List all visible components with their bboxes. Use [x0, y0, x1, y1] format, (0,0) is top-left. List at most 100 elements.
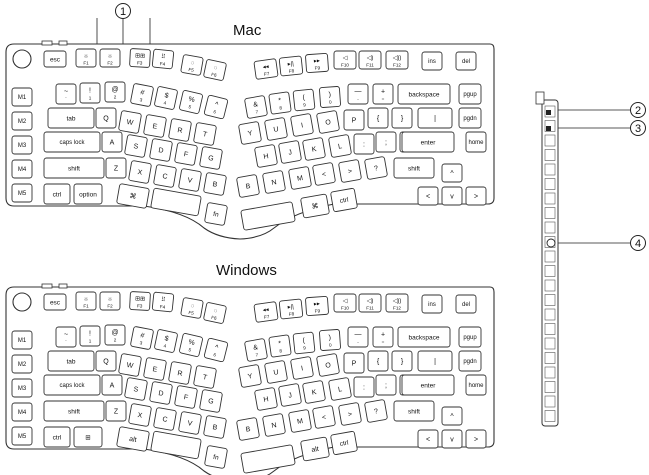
side-keycap	[544, 163, 556, 176]
win-key-r: R	[168, 361, 192, 385]
mac-key-f10: ◁F10	[333, 50, 357, 70]
mac-key-z-right-2-label: M	[297, 175, 304, 183]
win-key-q-right-7-label: |	[434, 358, 436, 365]
mac-key-bottom-left-2: option	[73, 183, 103, 205]
mac-key-num-right-0: &7	[244, 95, 268, 119]
mac-key-num-left-5-sublabel: 5	[188, 104, 192, 110]
mac-key-home-label: home	[468, 140, 484, 146]
win-key-ins-label: ins	[428, 302, 436, 308]
win-key-num-right-1-label: *	[278, 340, 282, 347]
win-key-num-left-3-sublabel: 3	[139, 340, 143, 345]
mac-key-enter: enter	[401, 131, 455, 153]
win-key-enter: enter	[401, 374, 455, 396]
win-key-num-right-4: —-	[347, 326, 369, 348]
mac-key-num-left-4: $4	[154, 86, 178, 110]
mac-key-t-label: T	[202, 131, 208, 139]
mac-key-m2: M2	[11, 111, 33, 131]
win-key-r-label: R	[177, 370, 183, 378]
win-key-q-right-7: |	[417, 350, 453, 372]
callout-2-label: 2	[635, 105, 641, 117]
mac-key-f12: ◁))F12	[385, 50, 409, 70]
usb-port-icon	[546, 238, 556, 248]
win-key-arrow-down-label: v	[450, 436, 454, 443]
callout-3-label: 3	[635, 123, 641, 135]
mac-key-b-left-label: B	[212, 181, 218, 189]
win-key-f8-label: ▸||	[287, 304, 294, 311]
mac-port-icon	[58, 40, 68, 46]
mac-key-a-right-1: J	[278, 140, 302, 164]
win-key-num-left-4-label: $	[164, 335, 169, 343]
mac-key-m1: M1	[11, 87, 33, 107]
win-key-space-right	[240, 444, 296, 474]
mac-key-q-right-1-label: U	[273, 126, 279, 134]
win-key-z-right-3-label: <	[322, 414, 327, 422]
mac-key-arrow-up: ^	[441, 163, 463, 183]
win-key-shift-left-label: shift	[68, 408, 80, 415]
win-key-z-right-2: M	[288, 409, 312, 433]
win-key-num-right-2-label: (	[302, 337, 306, 344]
mac-key-f5: ◌F5	[180, 54, 204, 76]
mac-key-q-right-2-label: I	[301, 122, 304, 129]
win-key-v-left-label: V	[187, 420, 193, 428]
win-key-a-right-0: H	[254, 387, 278, 411]
win-key-f4-label: ⠿	[161, 296, 166, 303]
side-keycap	[544, 294, 556, 306]
win-key-home-label: home	[468, 383, 484, 389]
win-key-f2-label: ☼	[107, 297, 113, 303]
mac-key-f5-sublabel: F5	[188, 67, 195, 73]
mac-key-ctrl-left: ctrl	[43, 183, 71, 205]
win-key-s-label: S	[133, 386, 139, 394]
win-key-num-left-3: #3	[130, 326, 154, 350]
mac-key-f4: ⠿F4	[151, 48, 175, 70]
mac-key-a-right-3-label: L	[338, 143, 343, 151]
win-key-num-left-5: %5	[179, 333, 203, 357]
mac-key-f1: ☼F1	[75, 48, 97, 68]
win-key-f5-sublabel: F5	[188, 310, 195, 316]
win-key-num-right-1: *8	[268, 334, 292, 358]
mac-key-arrow-down-label: v	[450, 193, 454, 200]
win-key-home: home	[465, 374, 487, 396]
mac-key-num-left-1: !1	[79, 82, 101, 104]
mac-key-backspace: backspace	[397, 83, 451, 105]
mac-key-num-left-3-sublabel: 3	[139, 97, 143, 102]
win-key-pgup: pgup	[458, 326, 482, 348]
win-key-z-right-4-label: >	[348, 411, 353, 419]
win-key-t-label: T	[202, 374, 208, 382]
win-key-f4-sublabel: F4	[160, 304, 166, 310]
win-key-num-left-6-label: ^	[214, 344, 220, 352]
mac-key-arrow-left-label: <	[426, 193, 430, 200]
win-key-q-label: Q	[103, 358, 109, 365]
win-key-m1-label: M1	[18, 338, 27, 344]
win-key-q-right-3-label: O	[325, 362, 332, 370]
win-key-e: E	[143, 357, 167, 381]
win-key-f3-sublabel: F3	[137, 303, 143, 308]
win-key-pgdn-label: pgdn	[463, 359, 476, 365]
win-key-a-label: A	[110, 382, 115, 389]
win-key-g-label: G	[208, 398, 215, 406]
mac-key-arrow-up-label: ^	[450, 170, 454, 177]
mac-key-f3-label: ⊞⊞	[135, 53, 145, 60]
mac-key-m5: M5	[11, 183, 33, 203]
mac-key-num-left-4-sublabel: 4	[163, 100, 167, 106]
mac-key-x-left-label: X	[137, 169, 143, 177]
mode-switch-icon	[546, 110, 551, 115]
win-key-z-right-0: B	[236, 417, 260, 441]
mac-key-shift-right: shift	[393, 157, 435, 179]
mac-key-m3-label: M3	[18, 143, 27, 149]
mac-key-num-right-2-sublabel: 9	[303, 102, 307, 107]
win-key-z-right-3: <	[312, 405, 336, 429]
mac-key-num-right-0-sublabel: 7	[255, 109, 259, 114]
win-key-arrow-up: ^	[441, 406, 463, 426]
mac-key-f11-sublabel: F11	[366, 63, 374, 68]
mac-key-q-right-1: U	[264, 117, 288, 141]
win-key-x-left: X	[128, 403, 152, 427]
win-key-f11: ◁)F11	[358, 293, 382, 313]
mac-key-c-left-label: C	[162, 173, 168, 181]
mac-key-shift-left: shift	[43, 157, 105, 179]
win-key-t: T	[193, 365, 217, 389]
mac-key-shift-left-label: shift	[68, 165, 80, 172]
mac-key-space-left	[150, 187, 202, 217]
mac-key-m2-label: M2	[18, 119, 27, 125]
win-key-ins: ins	[421, 294, 443, 314]
mac-key-q-right-2: I	[290, 113, 314, 137]
